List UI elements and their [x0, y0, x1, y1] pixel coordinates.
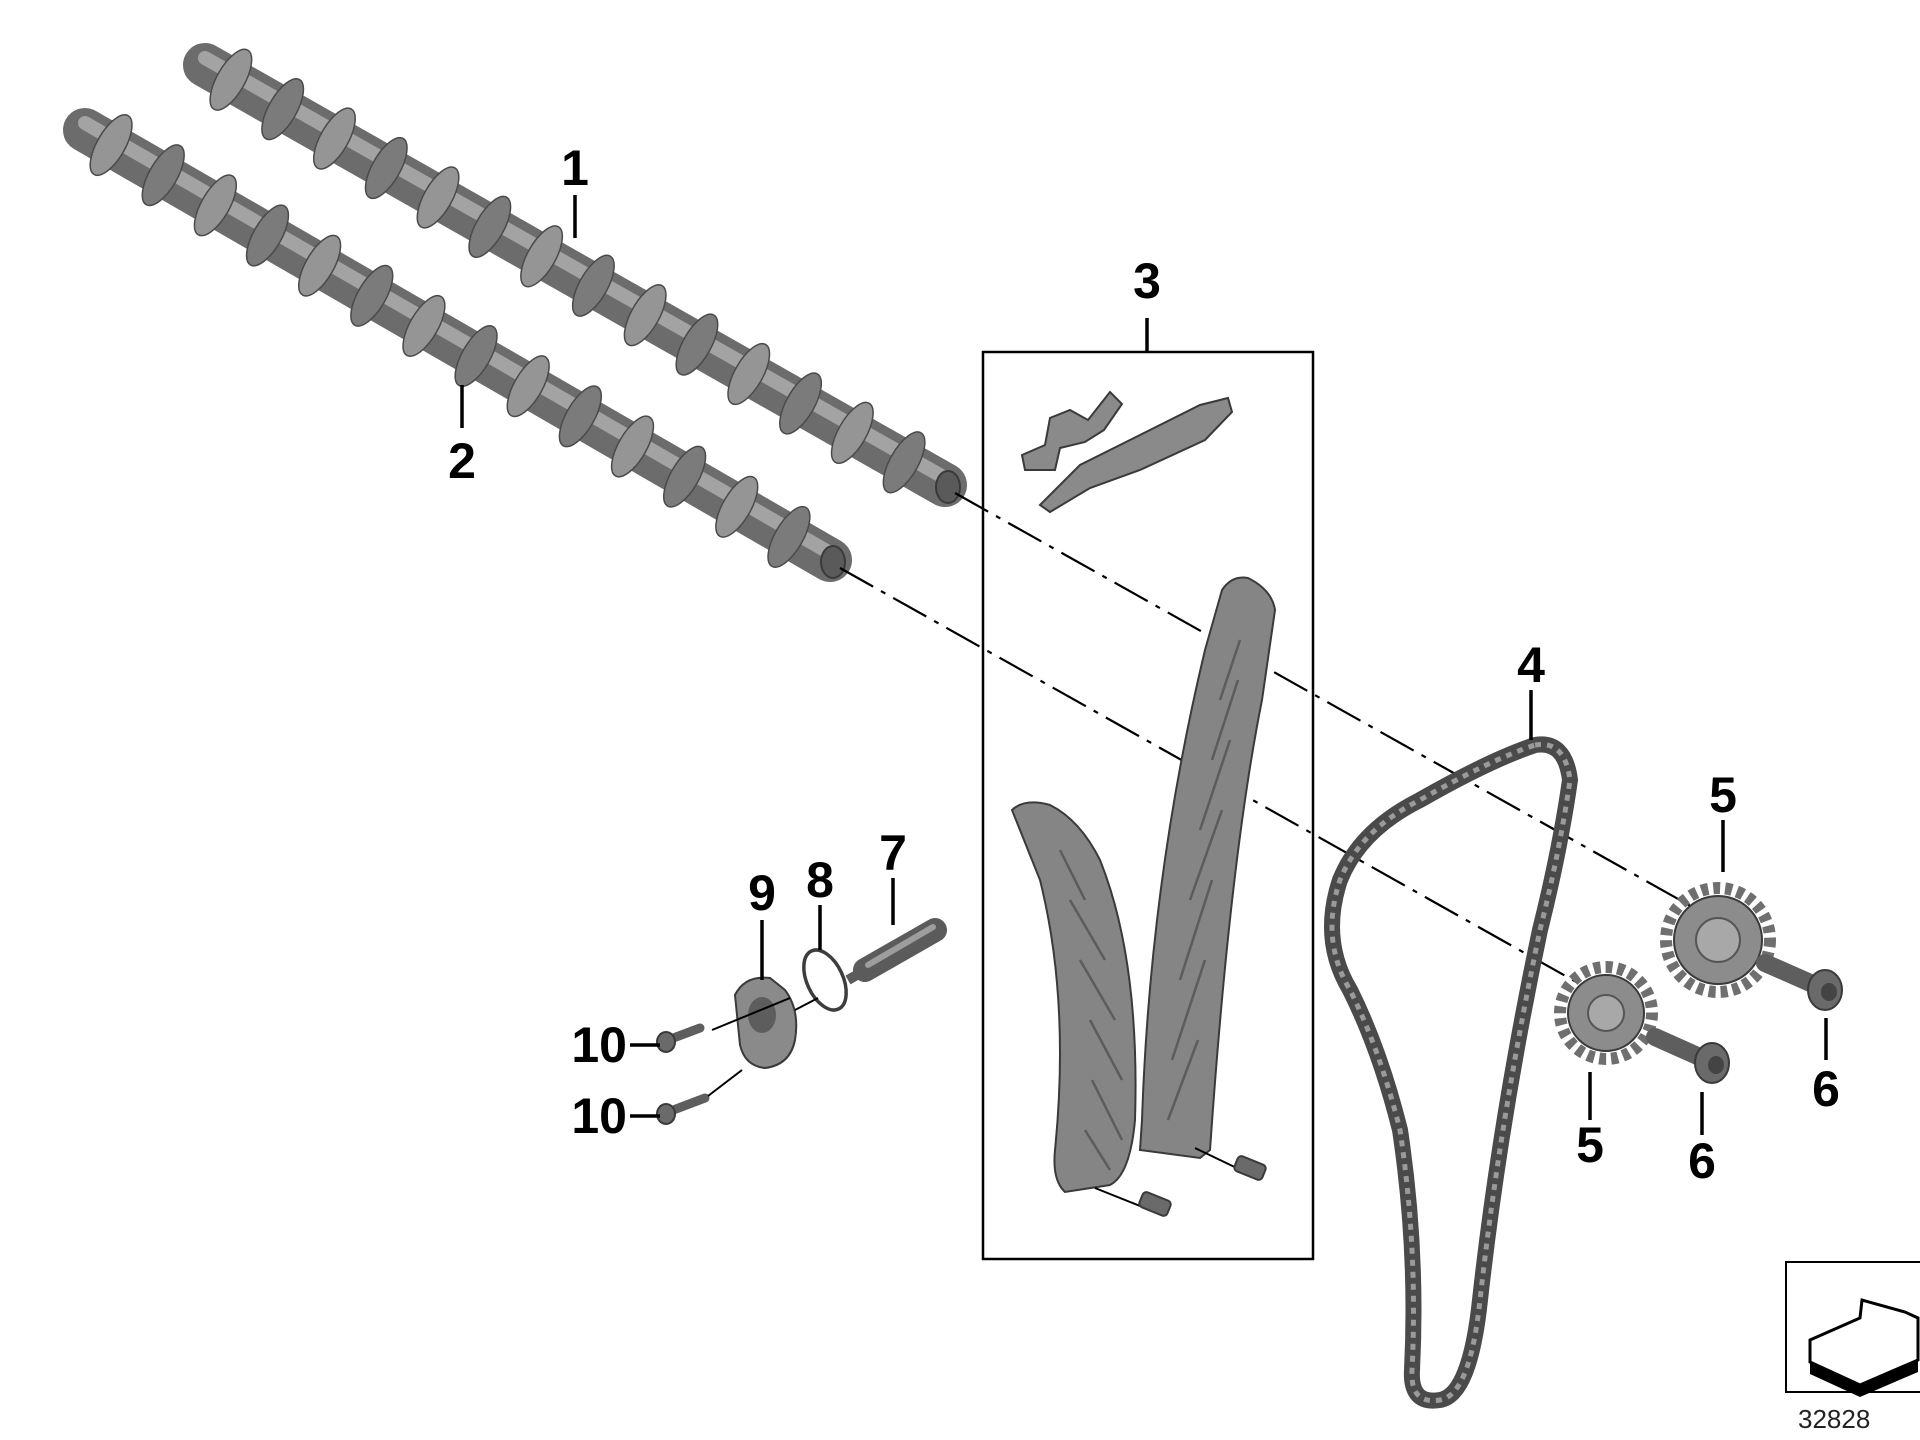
cam-lobe — [298, 234, 342, 297]
callout-8: 8 — [806, 852, 834, 908]
cam-lobe — [245, 204, 290, 267]
cam-lobe — [454, 325, 498, 388]
cam-lobe — [882, 431, 926, 494]
cam-lobe — [209, 48, 253, 111]
cam-lobe — [610, 415, 655, 478]
camshaft-2-lobes — [89, 114, 811, 568]
cam-lobe — [779, 372, 823, 435]
bolt-upper[interactable] — [1756, 954, 1843, 1011]
callout-6-lower: 6 — [1688, 1133, 1716, 1189]
cam-lobe — [312, 107, 356, 170]
bolt-lower[interactable] — [1646, 1028, 1730, 1084]
leader-lines — [460, 195, 1828, 1135]
camshaft-1-lobes — [209, 48, 926, 494]
guide-rail-part — [1010, 801, 1137, 1194]
guide-rail-ribs — [1058, 849, 1124, 1171]
cam-lobe — [558, 385, 602, 448]
rail-pin-1 — [1094, 1187, 1172, 1217]
callout-1: 1 — [561, 140, 589, 196]
callout-2: 2 — [448, 433, 476, 489]
callout-10-upper: 10 — [571, 1017, 627, 1073]
tensioner-rail-ribs — [1166, 639, 1242, 1121]
cam-lobe — [402, 294, 446, 357]
cam-lobe — [506, 355, 550, 418]
callout-3: 3 — [1133, 253, 1161, 309]
reference-number: 32828 — [1798, 1404, 1870, 1434]
sprocket-upper[interactable] — [1660, 882, 1776, 998]
cam-lobe — [663, 445, 707, 508]
screw-lower[interactable] — [656, 1069, 743, 1125]
timing-chain[interactable] — [1324, 736, 1578, 1409]
callout-6-upper: 6 — [1812, 1061, 1840, 1117]
tensioner-pin[interactable] — [845, 918, 947, 985]
cam-lobe — [767, 505, 811, 568]
tensioner-rail-part — [1138, 576, 1277, 1160]
cam-lobe — [364, 136, 408, 200]
cam-lobe — [261, 78, 305, 141]
callout-5-lower: 5 — [1576, 1117, 1604, 1173]
sprocket-lower-teeth — [1554, 961, 1658, 1065]
reference-badge: 32828 — [1785, 1261, 1920, 1434]
cam-lobe — [830, 401, 874, 464]
callout-10-lower: 10 — [571, 1088, 627, 1144]
callout-5-upper: 5 — [1709, 767, 1737, 823]
camshaft-2[interactable] — [63, 108, 852, 582]
sprocket-upper-teeth — [1660, 882, 1776, 998]
callout-7: 7 — [879, 825, 907, 881]
cam-lobe — [675, 313, 719, 376]
sprocket-lower[interactable] — [1554, 961, 1658, 1065]
cam-lobe — [350, 264, 394, 327]
callout-9: 9 — [748, 865, 776, 921]
small-rail-part — [1038, 396, 1234, 514]
screw-upper[interactable] — [656, 1023, 705, 1053]
guide-rail-kit[interactable] — [981, 350, 1315, 1261]
rail-pin-2 — [1194, 1147, 1267, 1181]
cam-lobe — [571, 254, 615, 317]
callouts: 1 2 3 4 5 5 6 6 7 8 9 10 10 — [448, 140, 1840, 1189]
tensioner-body[interactable] — [711, 976, 819, 1070]
cam-lobe — [416, 166, 460, 229]
cam-lobe — [623, 284, 667, 347]
cam-lobe — [193, 174, 237, 237]
reference-arrow-icon — [1808, 1298, 1920, 1387]
cam-lobe — [141, 144, 185, 207]
cam-lobe — [89, 114, 133, 177]
cam-lobe — [727, 342, 771, 406]
camshaft-1[interactable] — [183, 43, 967, 507]
bracket-part — [1020, 390, 1124, 471]
callout-4: 4 — [1517, 637, 1545, 693]
cam-lobe — [715, 475, 759, 538]
cam-lobe — [520, 225, 564, 288]
cam-lobe — [468, 195, 512, 258]
assembly-axis-lines — [839, 492, 1761, 1016]
o-ring[interactable] — [795, 943, 855, 1016]
